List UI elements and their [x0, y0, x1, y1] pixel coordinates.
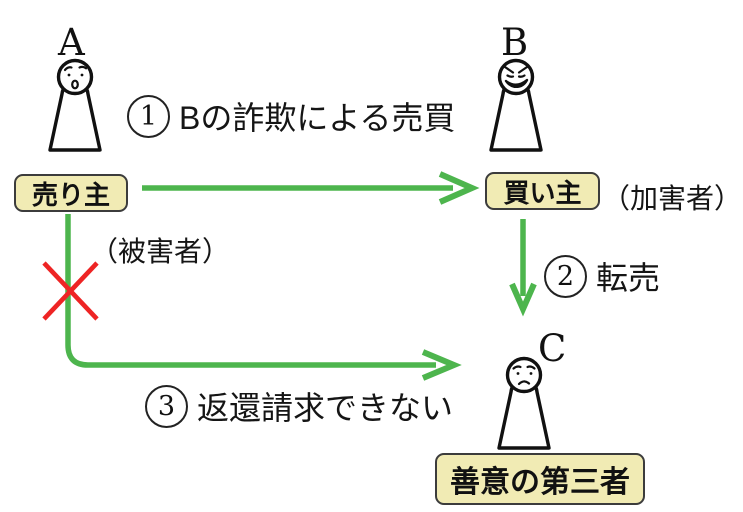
actor-c-letter: C	[538, 327, 567, 370]
actor-a-role-label: 売り主	[14, 174, 128, 212]
actor-a-letter: A	[58, 21, 85, 64]
actor-a-annotation: （被害者）	[90, 236, 231, 267]
actor-b-annotation: （加害者）	[602, 183, 743, 214]
arrow-sale-a-to-b	[142, 171, 480, 205]
step-1-number-badge: 1	[127, 94, 170, 138]
person-a-icon	[48, 58, 102, 152]
arrow-claim-a-to-c	[65, 214, 462, 381]
step-1-label: Bの詐欺による売買	[179, 100, 456, 136]
step-2-number-badge: 2	[544, 254, 587, 298]
person-b-icon	[489, 58, 543, 152]
arrow-resale-b-to-c	[509, 219, 537, 317]
step-3-number-badge: 3	[145, 384, 188, 428]
step-2-caption: 2 転売	[544, 253, 660, 299]
step-3-caption: 3 返還請求できない	[145, 383, 453, 429]
actor-b-role-label: 買い主	[485, 172, 600, 210]
actor-c-role-label: 善意の第三者	[435, 453, 645, 505]
step-2-label: 転売	[596, 260, 661, 296]
cross-out-icon	[42, 261, 99, 321]
step-1-caption: 1 Bの詐欺による売買	[127, 93, 455, 139]
actor-b-letter: B	[501, 21, 529, 64]
person-c-icon	[497, 356, 551, 450]
step-3-label: 返還請求できない	[197, 390, 454, 426]
